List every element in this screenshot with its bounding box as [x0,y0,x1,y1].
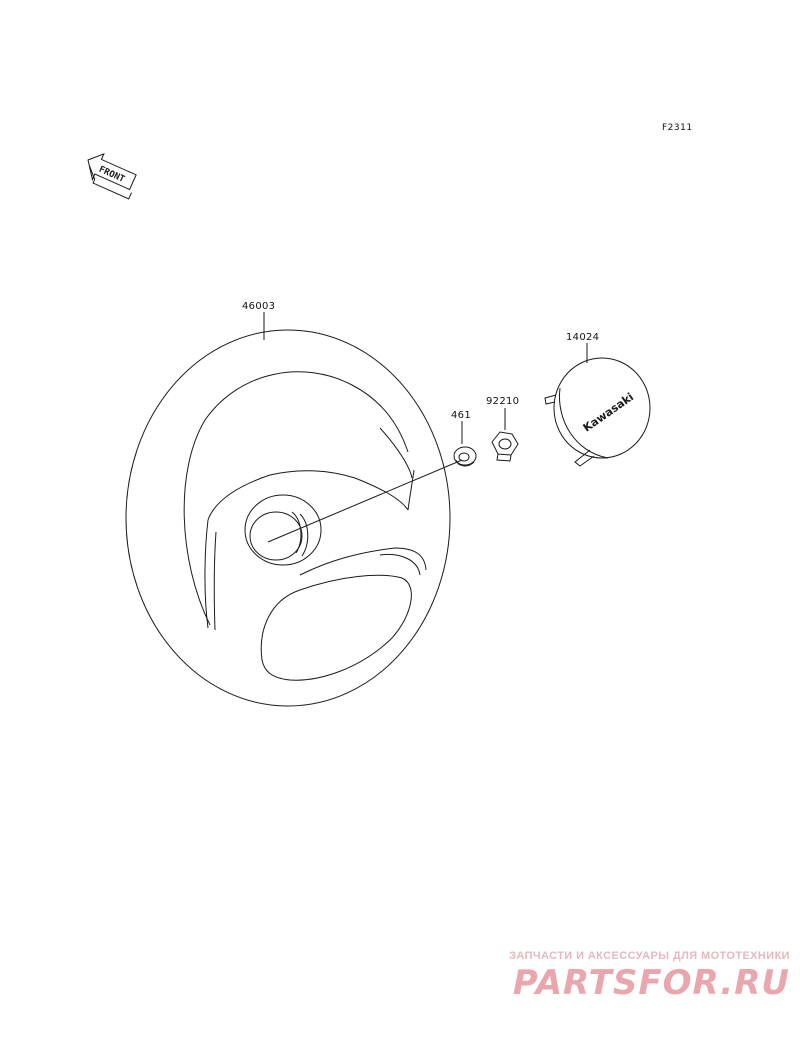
cover-logo-text: Kawasaki [581,390,636,434]
washer [453,421,477,467]
part-number-92210: 92210 [486,396,519,407]
front-arrow-icon: FRONT [87,153,137,200]
figure-code: F2311 [662,123,693,133]
watermark-tagline: ЗАПЧАСТИ И АКСЕССУАРЫ ДЛЯ МОТОТЕХНИКИ [509,950,790,962]
part-number-461: 461 [451,410,471,421]
part-number-14024: 14024 [566,332,599,343]
steering-wheel [125,312,463,707]
cover: Kawasaki [544,343,651,467]
nut [491,408,519,462]
front-arrow-label: FRONT [97,165,126,185]
watermark-logo: PARTSFOR.RU [512,963,790,1003]
part-number-46003: 46003 [242,301,275,312]
